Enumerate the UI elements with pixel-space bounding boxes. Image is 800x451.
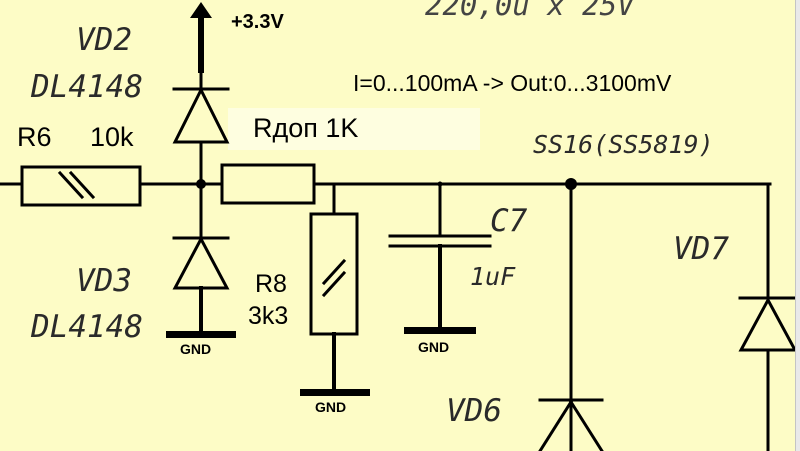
- vd2-part: DL4148: [31, 69, 143, 105]
- vd7-diode-symbol: [738, 182, 798, 451]
- r6-value: 10k: [90, 122, 134, 152]
- gnd-bar-r8: [300, 389, 370, 396]
- gnd-label-r8: GND: [315, 399, 347, 415]
- supply-label: +3.3V: [231, 11, 284, 33]
- schottky-part: SS16(SS5819): [533, 130, 714, 159]
- r6-resistor-symbol: [20, 165, 142, 207]
- rdop-resistor-symbol: [220, 163, 316, 205]
- gnd-label-vd3: GND: [180, 341, 212, 357]
- supply-arrow-icon: [190, 2, 212, 18]
- range-note: I=0...100mA -> Out:0...3100mV: [353, 70, 672, 96]
- c7-capacitor-symbol: [388, 182, 492, 330]
- vd2-diode-symbol: [172, 86, 230, 186]
- c7-name: C7: [490, 203, 528, 239]
- r8-value: 3k3: [248, 302, 289, 330]
- r6-name: R6: [17, 122, 52, 152]
- cap-rating-note: 220,0u x 25V: [425, 0, 635, 22]
- gnd-bar-vd3: [166, 331, 236, 338]
- junction-dot-left: [196, 179, 206, 189]
- gnd-label-c7: GND: [418, 339, 450, 355]
- vd3-part: DL4148: [31, 309, 143, 345]
- r8-name: R8: [255, 270, 287, 298]
- vd6-name: VD6: [446, 393, 502, 429]
- vertical-scrollbar[interactable]: [795, 0, 800, 451]
- junction-dot-right: [565, 178, 577, 190]
- rdop-label: Rдоп 1K: [253, 113, 359, 143]
- vd2-name: VD2: [76, 22, 132, 58]
- highlight-panel: [228, 108, 480, 150]
- gnd-bar-c7: [404, 327, 476, 334]
- vd6-diode-symbol: [538, 182, 604, 451]
- r8-resistor-symbol: [309, 182, 359, 392]
- vd3-name: VD3: [76, 263, 132, 299]
- vd7-name: VD7: [673, 231, 729, 267]
- c7-value: 1uF: [470, 262, 516, 291]
- vd3-diode-symbol: [172, 182, 230, 334]
